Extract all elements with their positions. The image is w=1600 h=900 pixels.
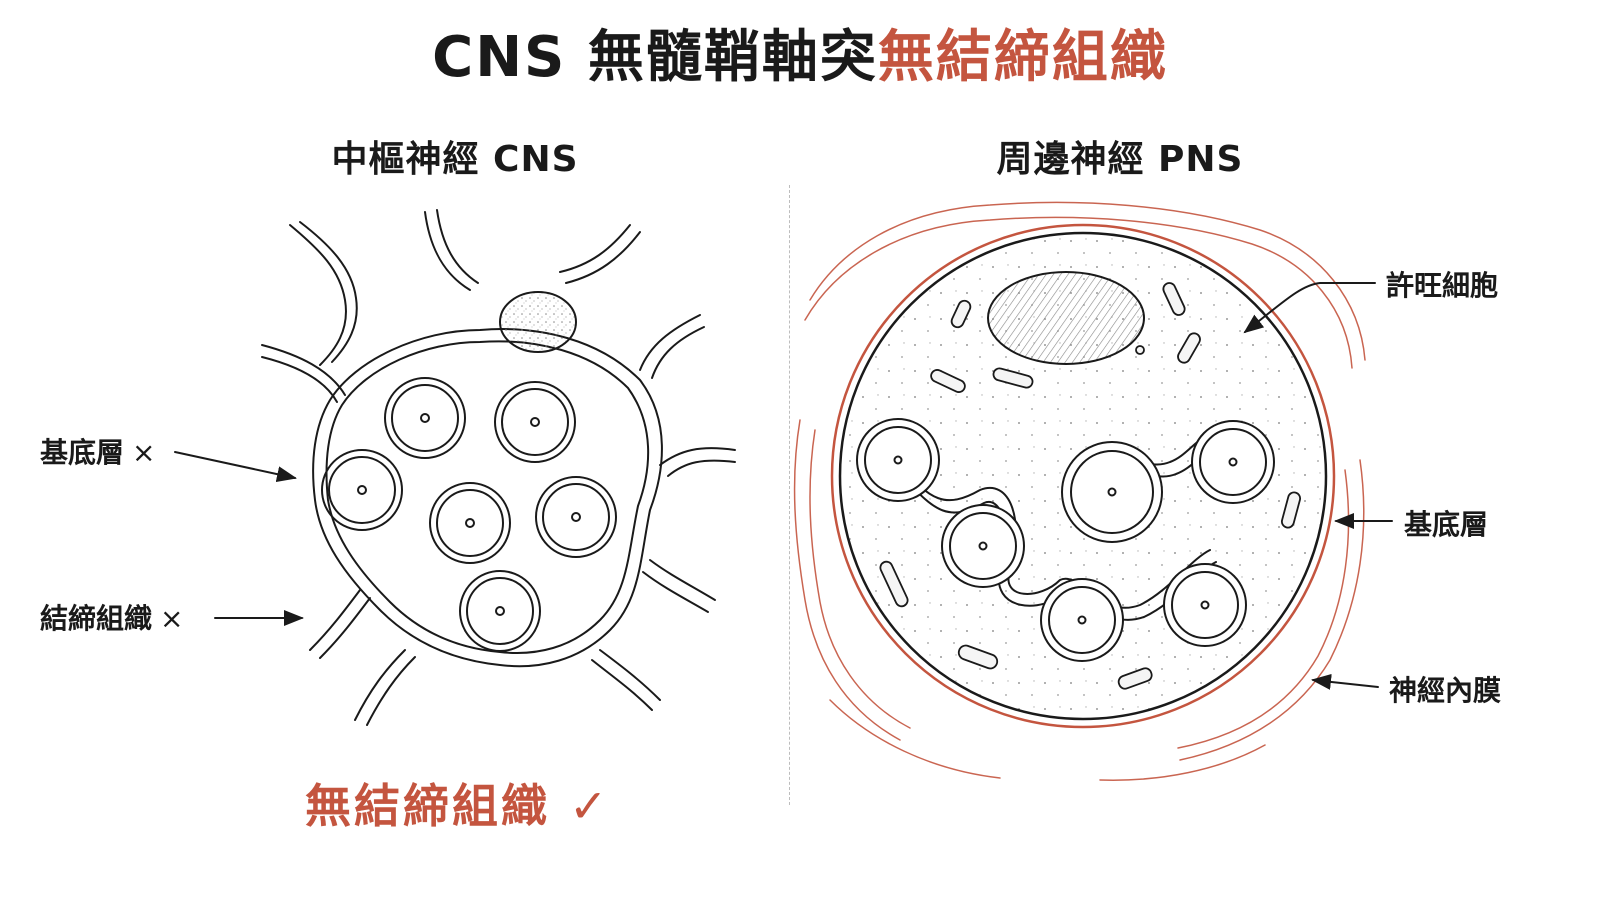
pns-label-basal-lamina: 基底層: [1404, 508, 1489, 541]
cns-label-connective-tissue: 結締組織×: [40, 597, 183, 637]
cns-illustration: [174, 209, 736, 726]
cns-axon: [494, 381, 576, 463]
pns-axons: [856, 418, 1275, 662]
cns-axon: [459, 570, 541, 652]
pns-label-endoneurium: 神經內膜: [1389, 674, 1502, 707]
diagram-title: CNS 無髓鞘軸突無結締組織: [0, 18, 1600, 98]
cns-label-connective-text: 結締組織: [40, 602, 153, 635]
pns-axon: [1163, 563, 1247, 647]
pns-panel-title: 周邊神經 PNS: [996, 139, 1244, 180]
cns-axons: [321, 377, 617, 652]
cns-label-basal-lamina: 基底層×: [40, 431, 155, 471]
cns-axon: [321, 449, 403, 531]
cross-mark: ×: [132, 436, 156, 469]
cns-nucleus: [499, 291, 577, 353]
arrow-endoneurium-pns: [1311, 673, 1379, 690]
pns-axon: [941, 504, 1025, 588]
title-main: CNS 無髓鞘軸突: [432, 25, 878, 90]
pns-basal-lamina: [830, 223, 1336, 729]
cns-conclusion-text: 無結締組織: [305, 779, 550, 833]
pns-organelles: [879, 282, 1302, 690]
panel-divider: [789, 185, 790, 805]
cross-mark: ×: [160, 602, 184, 635]
title-accent: 無結締組織: [877, 25, 1168, 90]
check-mark: ✓: [569, 779, 611, 833]
cns-label-basal-text: 基底層: [40, 436, 125, 469]
cns-conclusion: 無結締組織 ✓: [305, 770, 611, 836]
arrow-basal-cns: [174, 451, 297, 483]
pns-axon: [1040, 578, 1124, 662]
pns-label-schwann-cell: 許旺細胞: [1386, 269, 1499, 302]
cns-panel-title: 中樞神經 CNS: [331, 139, 579, 180]
pns-axon: [1191, 420, 1275, 504]
cns-axon: [429, 482, 511, 564]
pns-illustration: [793, 201, 1393, 781]
cns-glial-processes: [261, 209, 736, 726]
pns-nucleus: [987, 271, 1145, 365]
arrow-schwann-pns: [1243, 282, 1376, 334]
pns-axon: [1061, 441, 1163, 543]
cns-axon: [384, 377, 466, 459]
cns-axon: [535, 476, 617, 558]
pns-axon: [856, 418, 940, 502]
